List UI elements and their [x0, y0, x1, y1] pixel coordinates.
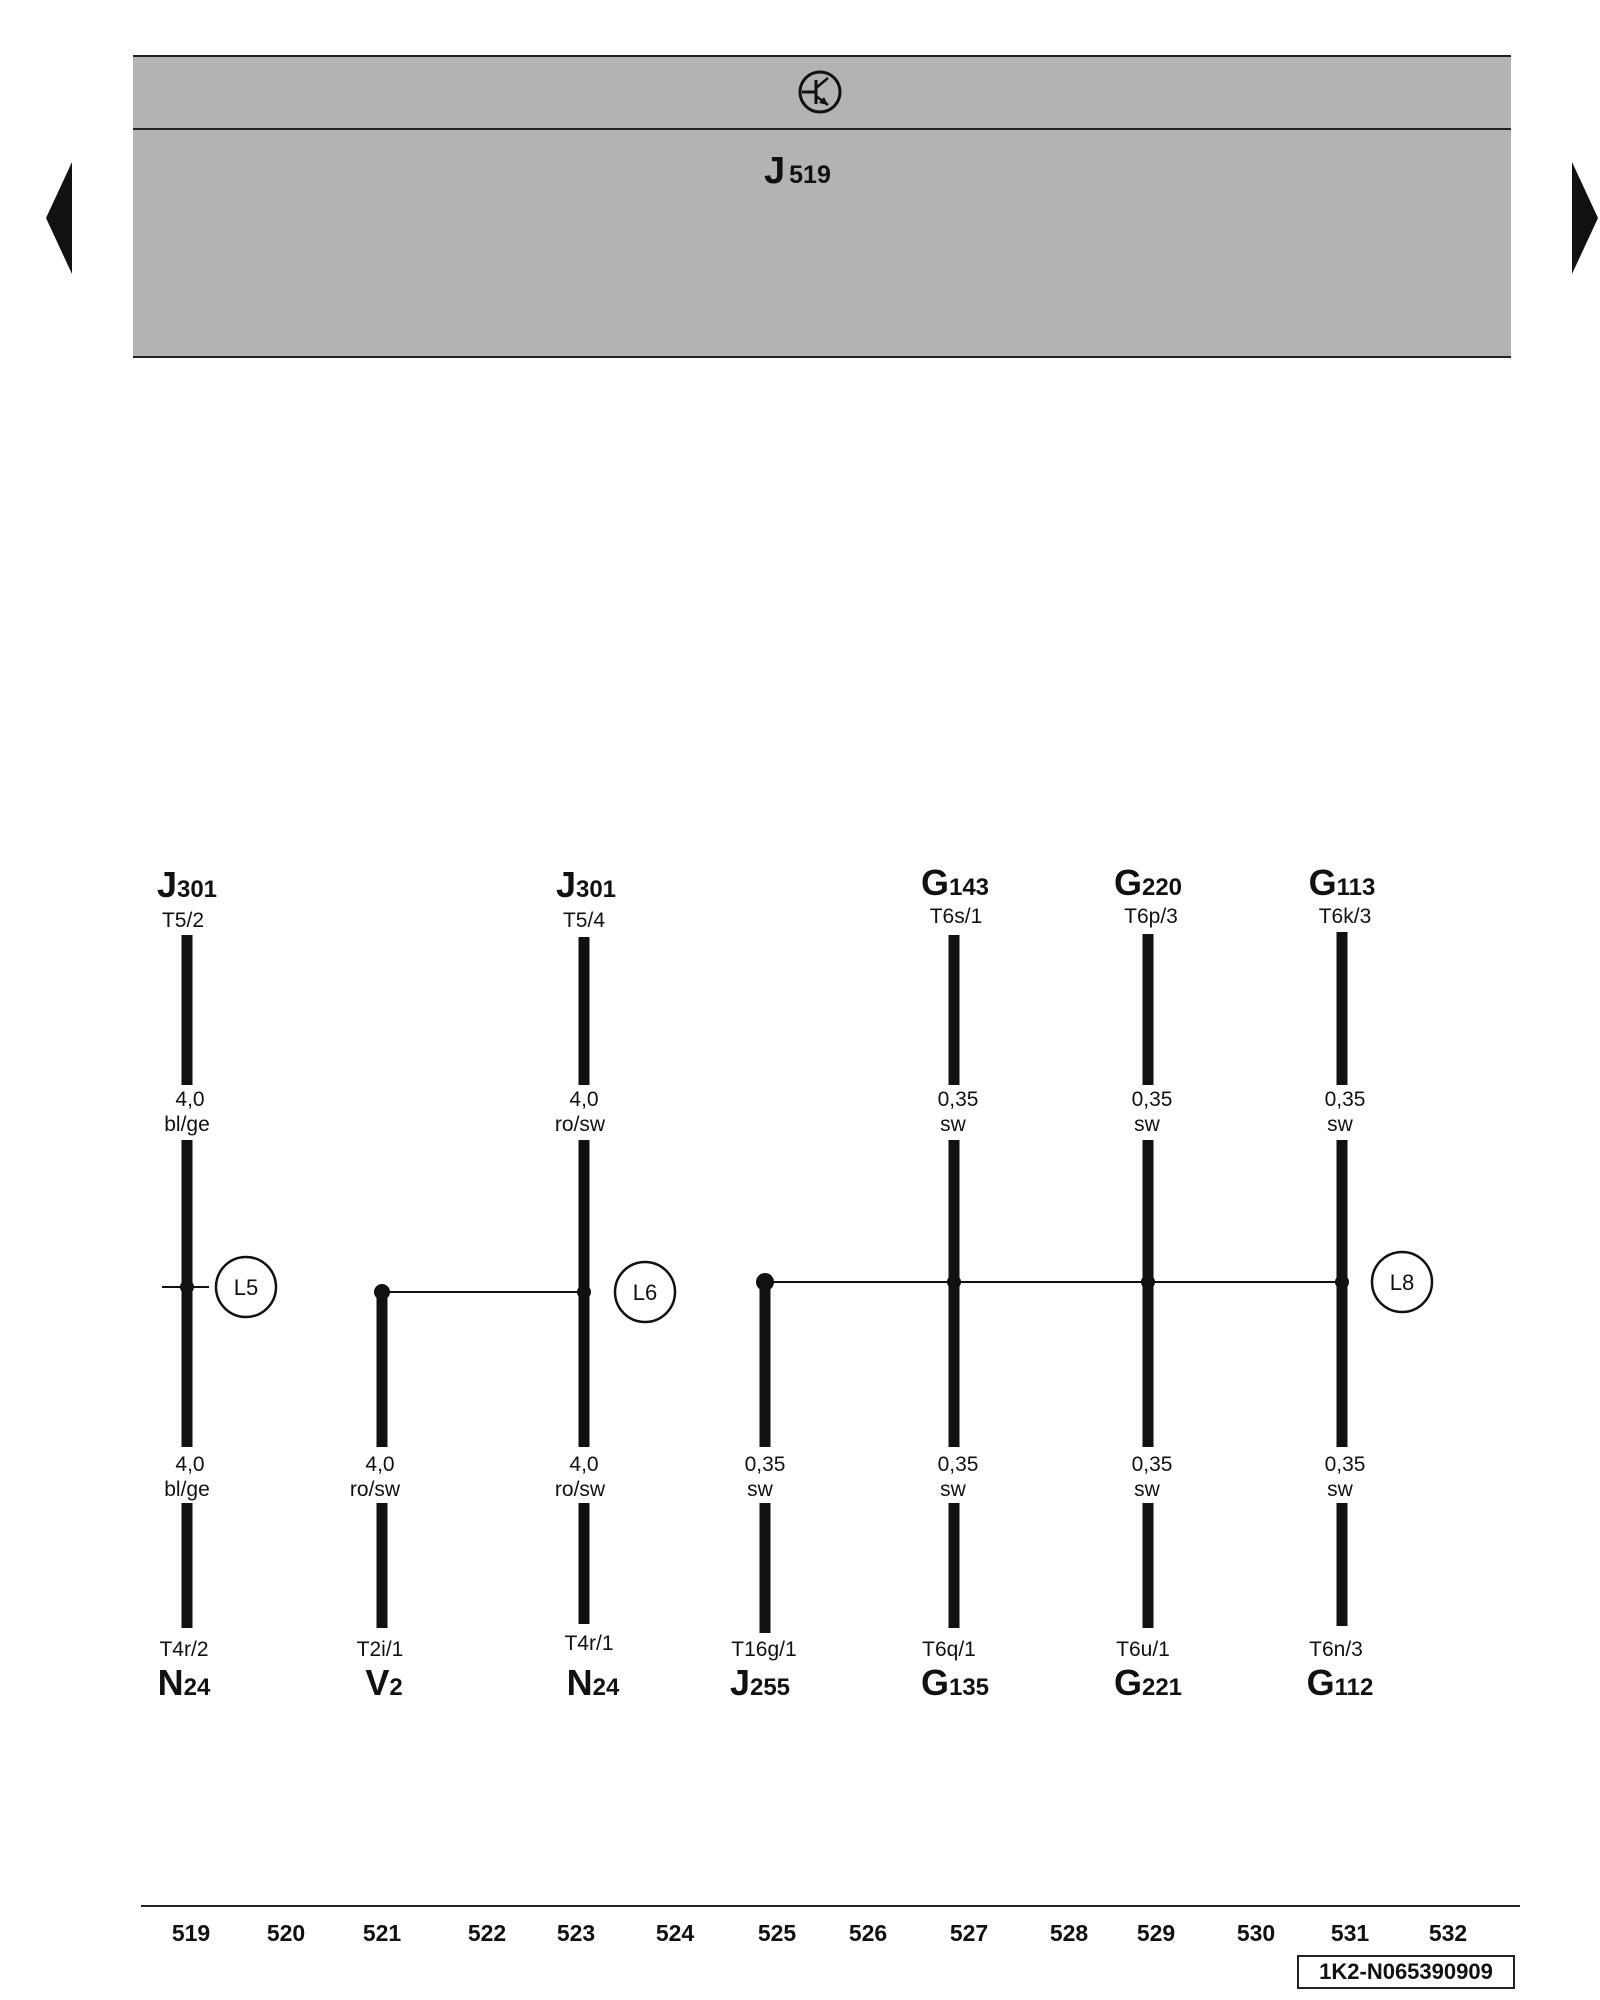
- wire-cross-section: 4,0: [569, 1453, 598, 1476]
- wire-cross-section: 0,35: [938, 1453, 979, 1476]
- top-component-label: G220: [1114, 862, 1182, 903]
- wire-cross-section: 0,35: [1325, 1088, 1366, 1111]
- top-pin-label: T6k/3: [1319, 905, 1372, 928]
- track-number: 528: [1049, 1920, 1089, 1946]
- controller-number: 519: [789, 161, 831, 189]
- wire-color: bl/ge: [164, 1478, 210, 1501]
- bottom-pin-label: T6q/1: [922, 1638, 976, 1661]
- track-number: 524: [655, 1920, 695, 1946]
- track-number: 521: [362, 1920, 402, 1946]
- wire-color: sw: [1134, 1478, 1161, 1501]
- bottom-pin-label: T6n/3: [1309, 1638, 1363, 1661]
- splice-dot: [756, 1273, 774, 1291]
- top-pin-label: T5/4: [563, 909, 605, 932]
- wire-color: ro/sw: [555, 1113, 606, 1136]
- splice-dot: [180, 1280, 194, 1294]
- track-number: 525: [757, 1920, 797, 1946]
- track-ruler-line: [141, 1905, 1520, 1907]
- top-pin-label: T6s/1: [930, 905, 983, 928]
- prev-page-button[interactable]: [44, 160, 74, 276]
- header-symbol-band: [133, 55, 1511, 129]
- track-ruler: 519 520 521 522 523 524 525 526 527 528 …: [0, 1920, 1600, 1950]
- top-component-label: G143: [921, 862, 989, 903]
- top-pin-label: T6p/3: [1124, 905, 1178, 928]
- transistor-icon: [798, 70, 842, 114]
- splice-dot: [374, 1284, 390, 1300]
- bottom-pin-label: T16g/1: [731, 1638, 796, 1661]
- splice-dot: [1335, 1275, 1349, 1289]
- bottom-component-label: N24: [567, 1662, 620, 1703]
- bottom-pin-label: T2i/1: [357, 1638, 404, 1661]
- wire-color: sw: [1327, 1478, 1354, 1501]
- svg-text:L8: L8: [1390, 1270, 1414, 1295]
- bottom-pin-label: T6u/1: [1116, 1638, 1170, 1661]
- controller-letter: J: [764, 150, 786, 192]
- bottom-pin-label: T4r/2: [159, 1638, 208, 1661]
- wire-color: sw: [1327, 1113, 1354, 1136]
- loop-marker-l6: L6: [613, 1260, 677, 1324]
- bottom-component-label: G135: [921, 1662, 989, 1703]
- splice-dot: [947, 1275, 961, 1289]
- wire-cross-section: 4,0: [175, 1088, 204, 1111]
- splice-dot: [577, 1285, 591, 1299]
- track-number: 530: [1236, 1920, 1276, 1946]
- wire-cross-section: 4,0: [569, 1088, 598, 1111]
- track-number: 527: [949, 1920, 989, 1946]
- wire-color: sw: [1134, 1113, 1161, 1136]
- wire-color: bl/ge: [164, 1113, 210, 1136]
- wire-cross-section: 4,0: [365, 1453, 394, 1476]
- wire-cross-section: 0,35: [1132, 1453, 1173, 1476]
- track-number: 531: [1330, 1920, 1370, 1946]
- track-number: 526: [848, 1920, 888, 1946]
- splice-dot: [1141, 1275, 1155, 1289]
- svg-text:L5: L5: [234, 1275, 258, 1300]
- header-controller-band: [133, 128, 1511, 358]
- top-component-label: J301: [157, 864, 217, 905]
- wire-cross-section: 4,0: [175, 1453, 204, 1476]
- track-number: 520: [266, 1920, 306, 1946]
- wire-cross-section: 0,35: [1325, 1453, 1366, 1476]
- track-number: 519: [171, 1920, 211, 1946]
- loop-marker-l8: L8: [1370, 1250, 1434, 1314]
- top-component-label: G113: [1309, 862, 1376, 903]
- top-pin-label: T5/2: [162, 909, 204, 932]
- bottom-component-label: G112: [1307, 1662, 1374, 1703]
- document-id: 1K2-N065390909: [1297, 1955, 1515, 1989]
- loop-marker-l5: L5: [214, 1255, 278, 1319]
- wire-color: sw: [940, 1478, 967, 1501]
- bottom-component-label: J255: [730, 1662, 790, 1703]
- track-number: 522: [467, 1920, 507, 1946]
- svg-text:L6: L6: [633, 1280, 657, 1305]
- bottom-pin-label: T4r/1: [564, 1632, 613, 1655]
- triangle-right-icon: [1572, 162, 1598, 274]
- bottom-component-label: N24: [158, 1662, 211, 1703]
- track-number: 532: [1428, 1920, 1468, 1946]
- wire-cross-section: 0,35: [745, 1453, 786, 1476]
- wire-color: ro/sw: [350, 1478, 401, 1501]
- wire-color: sw: [940, 1113, 967, 1136]
- wire-cross-section: 0,35: [1132, 1088, 1173, 1111]
- next-page-button[interactable]: [1570, 160, 1600, 276]
- bottom-component-label: V2: [365, 1662, 402, 1703]
- wire-color: ro/sw: [555, 1478, 606, 1501]
- top-component-label: J301: [556, 864, 616, 905]
- track-number: 529: [1136, 1920, 1176, 1946]
- wire-color: sw: [747, 1478, 774, 1501]
- wire-cross-section: 0,35: [938, 1088, 979, 1111]
- track-number: 523: [556, 1920, 596, 1946]
- triangle-left-icon: [46, 162, 72, 274]
- bottom-component-label: G221: [1114, 1662, 1182, 1703]
